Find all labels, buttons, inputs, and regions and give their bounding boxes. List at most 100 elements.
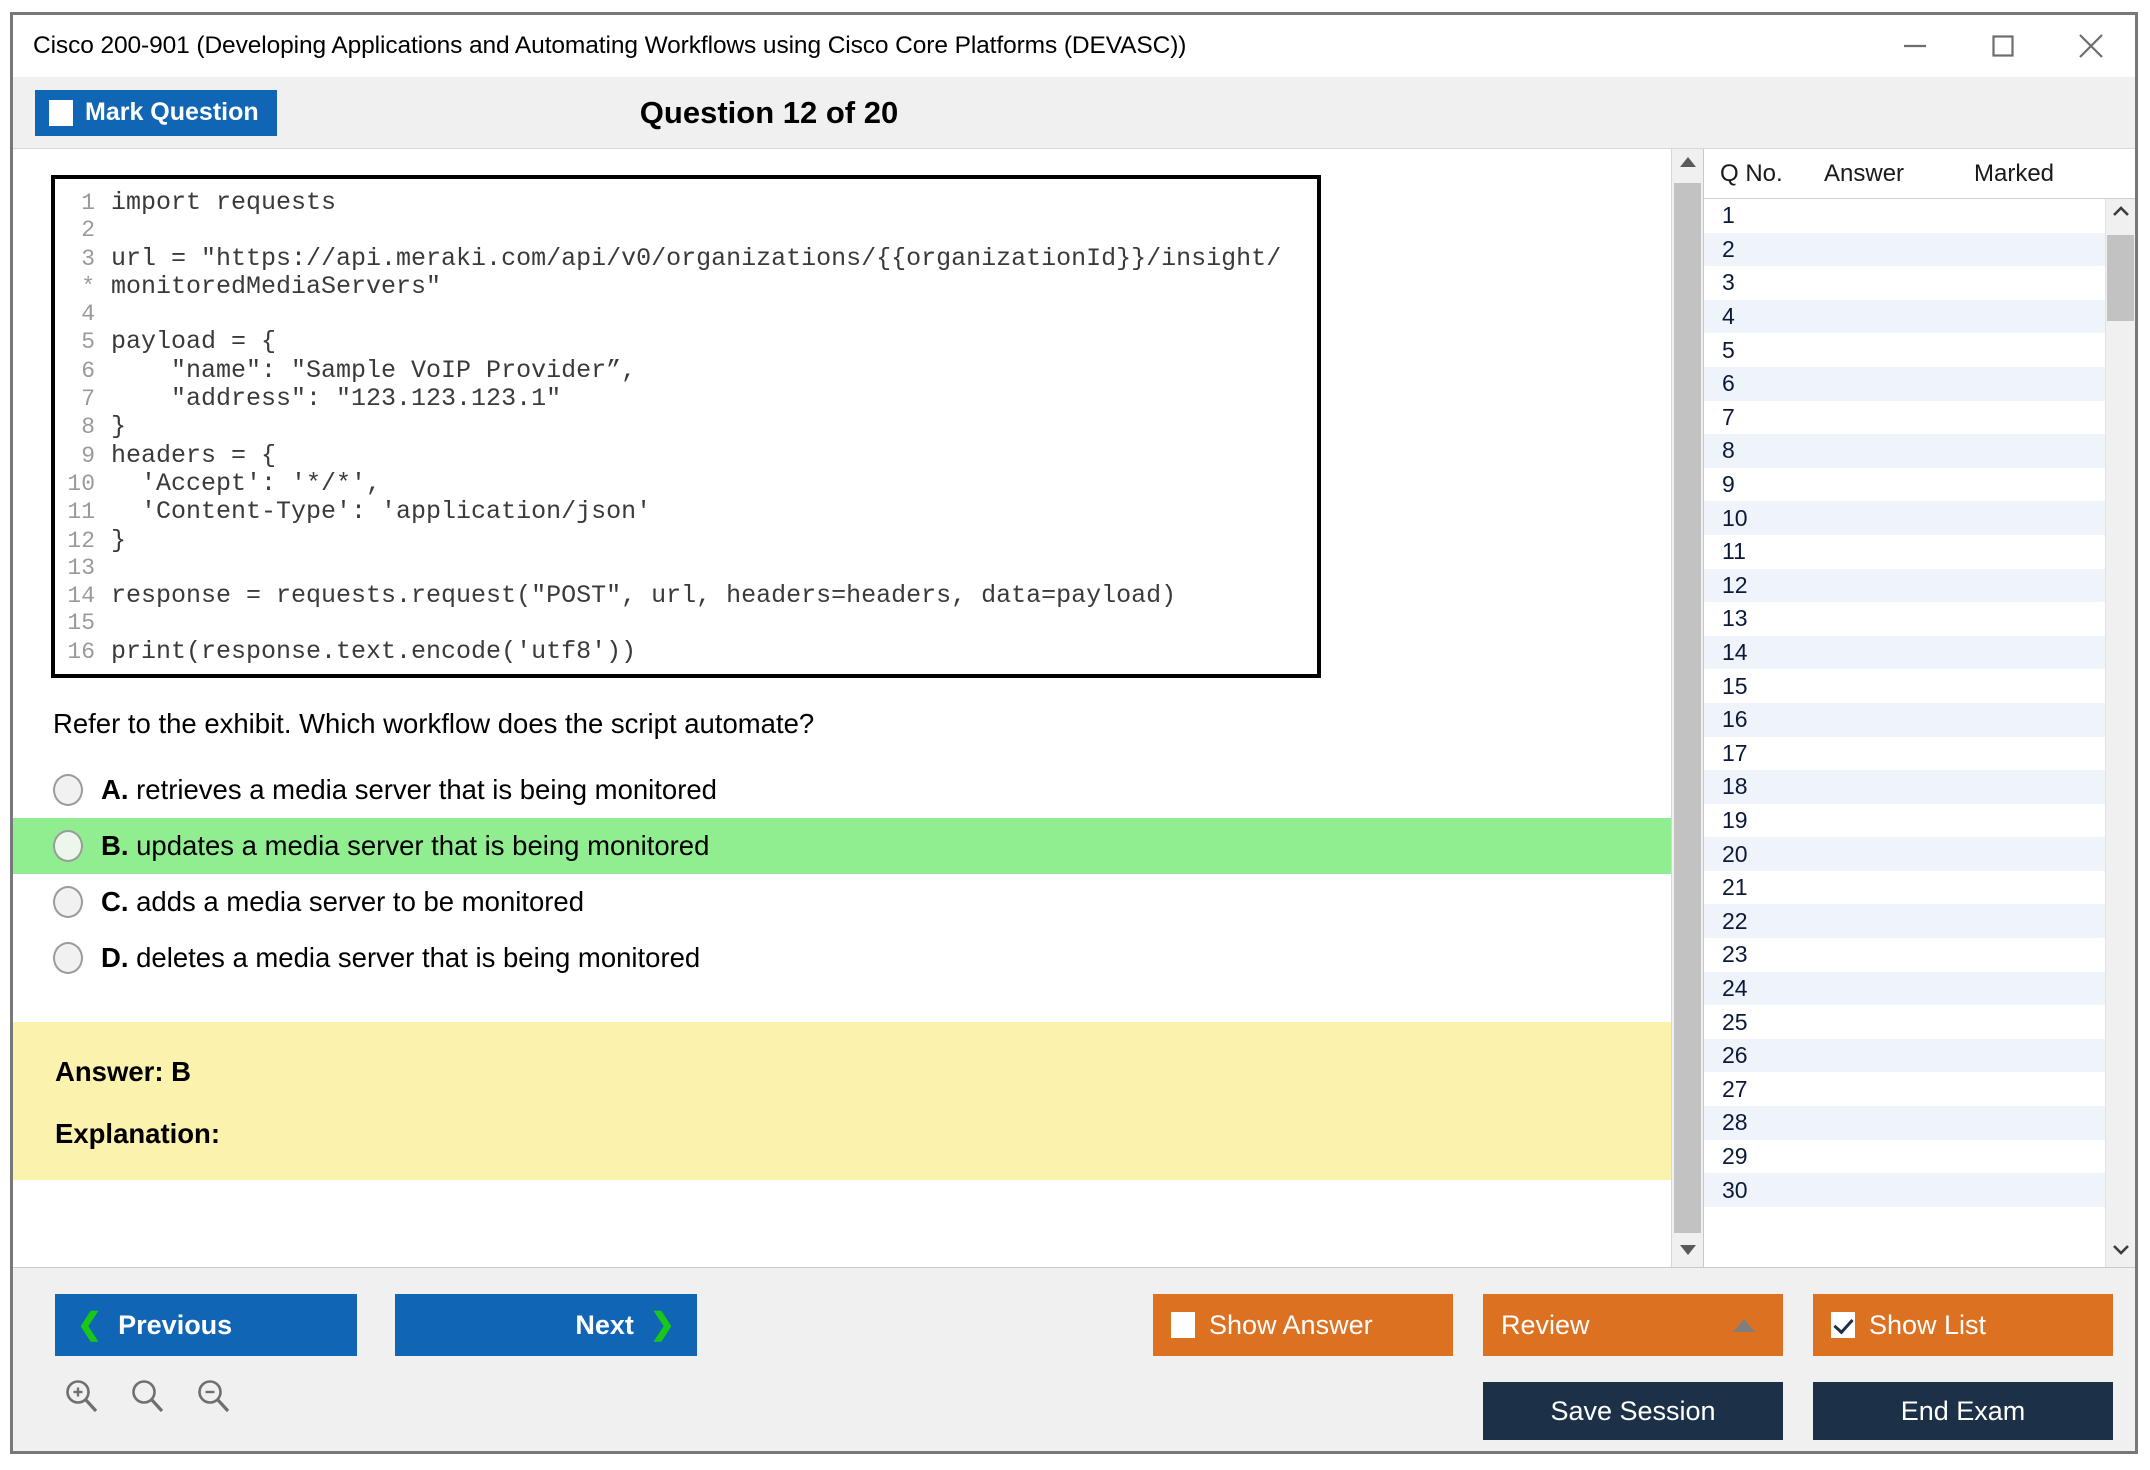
question-list-row-number: 19 — [1722, 806, 1748, 833]
list-scroll-up-button[interactable] — [2106, 199, 2135, 229]
radio-button-icon[interactable] — [53, 942, 83, 975]
question-list-row[interactable]: 21 — [1704, 870, 2105, 905]
code-line-text: 'Content-Type': 'application/json' — [111, 497, 652, 527]
question-list-row[interactable]: 15 — [1704, 669, 2105, 703]
chevron-down-icon — [2111, 1243, 2131, 1261]
question-list-row-number: 18 — [1722, 773, 1748, 800]
code-line: 6 "name": "Sample VoIP Provider”, — [55, 355, 1317, 385]
code-line: 8} — [55, 413, 1317, 441]
show-list-checkbox-icon — [1831, 1312, 1855, 1338]
show-answer-label: Show Answer — [1209, 1309, 1373, 1340]
close-button[interactable] — [2047, 16, 2135, 76]
question-list-row[interactable]: 10 — [1704, 501, 2105, 535]
question-list-row-number: 3 — [1722, 269, 1735, 296]
question-list-row-number: 22 — [1722, 907, 1748, 934]
question-list-row-number: 4 — [1722, 303, 1735, 330]
answer-option[interactable]: C. adds a media server to be monitored — [13, 874, 1671, 930]
question-list-row-number: 29 — [1722, 1142, 1748, 1169]
zoom-controls — [63, 1378, 233, 1421]
question-list-row[interactable]: 8 — [1704, 434, 2105, 468]
review-dropdown-button[interactable]: Review — [1483, 1294, 1783, 1356]
question-list-row[interactable]: 1 — [1704, 199, 2105, 233]
answer-option[interactable]: D. deletes a media server that is being … — [13, 930, 1671, 986]
question-list-row[interactable]: 26 — [1704, 1038, 2105, 1073]
show-list-button[interactable]: Show List — [1813, 1294, 2113, 1356]
show-answer-button[interactable]: Show Answer — [1153, 1294, 1453, 1356]
answer-panel-spacer — [55, 1088, 1671, 1118]
radio-button-icon[interactable] — [53, 830, 83, 863]
answer-label: Answer: B — [55, 1056, 191, 1088]
radio-button-icon[interactable] — [53, 886, 83, 919]
code-line-number: 2 — [81, 217, 95, 244]
question-list-row[interactable]: 20 — [1704, 837, 2105, 871]
question-list-row[interactable]: 4 — [1704, 299, 2105, 334]
code-line-text: "name": "Sample VoIP Provider”, — [111, 355, 637, 385]
scroll-thumb[interactable] — [1674, 183, 1701, 1233]
scroll-track[interactable] — [1672, 179, 1703, 1237]
question-list-row[interactable]: 23 — [1704, 938, 2105, 972]
zoom-in-icon[interactable] — [63, 1378, 101, 1421]
question-list-row[interactable]: 17 — [1704, 736, 2105, 771]
scroll-up-button[interactable] — [1672, 149, 1703, 179]
save-session-button[interactable]: Save Session — [1483, 1382, 1783, 1440]
question-list-row[interactable]: 5 — [1704, 333, 2105, 367]
question-list-row[interactable]: 14 — [1704, 635, 2105, 670]
question-list-row[interactable]: 16 — [1704, 702, 2105, 737]
maximize-button[interactable] — [1959, 16, 2047, 76]
radio-button-icon[interactable] — [53, 774, 83, 807]
next-button[interactable]: Next ❯ — [395, 1294, 697, 1356]
caret-up-icon — [1733, 1318, 1755, 1332]
mark-question-button[interactable]: Mark Question — [35, 89, 277, 136]
list-scroll-down-button[interactable] — [2106, 1237, 2135, 1267]
end-exam-button[interactable]: End Exam — [1813, 1382, 2113, 1440]
question-list-row[interactable]: 22 — [1704, 904, 2105, 939]
content-scrollbar[interactable] — [1671, 149, 1703, 1267]
chevron-right-icon: ❯ — [649, 1308, 675, 1341]
minimize-button[interactable] — [1871, 16, 1959, 76]
question-stem: Refer to the exhibit. Which workflow doe… — [53, 708, 815, 740]
question-list-row-number: 25 — [1722, 1008, 1748, 1035]
question-list-row[interactable]: 24 — [1704, 971, 2105, 1006]
question-list-row[interactable]: 12 — [1704, 568, 2105, 603]
answer-option[interactable]: A. retrieves a media server that is bein… — [13, 762, 1671, 818]
question-list-row[interactable]: 7 — [1704, 400, 2105, 435]
code-line-number: 1 — [81, 190, 95, 216]
question-list-row-number: 30 — [1722, 1176, 1748, 1203]
answer-option[interactable]: B. updates a media server that is being … — [13, 818, 1671, 875]
scroll-down-button[interactable] — [1672, 1237, 1703, 1267]
code-line-number: 14 — [67, 583, 95, 610]
question-list-row[interactable]: 19 — [1704, 803, 2105, 838]
zoom-reset-icon[interactable] — [129, 1378, 167, 1421]
chevron-up-icon — [2111, 205, 2131, 223]
question-list-row[interactable]: 29 — [1704, 1139, 2105, 1174]
question-list-row[interactable]: 9 — [1704, 467, 2105, 502]
question-list-row[interactable]: 30 — [1704, 1173, 2105, 1207]
question-list-row[interactable]: 27 — [1704, 1072, 2105, 1107]
question-list-row[interactable]: 11 — [1704, 534, 2105, 569]
list-scroll-track[interactable] — [2106, 229, 2135, 1237]
code-line-number: 6 — [81, 357, 95, 384]
previous-button[interactable]: ❮ Previous — [55, 1294, 357, 1356]
question-list-row[interactable]: 18 — [1704, 770, 2105, 804]
question-list-header: Q No. Answer Marked — [1704, 149, 2135, 199]
list-scroll-thumb[interactable] — [2107, 235, 2134, 321]
answer-option-text: B. updates a media server that is being … — [101, 830, 710, 862]
question-list-row[interactable]: 6 — [1704, 366, 2105, 401]
application-window: Cisco 200-901 (Developing Applications a… — [10, 12, 2138, 1454]
code-line-number: 7 — [81, 386, 95, 413]
question-list-row[interactable]: 13 — [1704, 602, 2105, 636]
question-list-row[interactable]: 2 — [1704, 232, 2105, 267]
code-line-number: 10 — [67, 470, 95, 497]
question-list-row[interactable]: 28 — [1704, 1106, 2105, 1140]
question-list-scrollbar[interactable] — [2105, 199, 2135, 1267]
exam-header-bar: Mark Question Question 12 of 20 — [13, 77, 2135, 149]
question-list-row[interactable]: 3 — [1704, 266, 2105, 300]
question-list-row[interactable]: 25 — [1704, 1005, 2105, 1039]
zoom-out-icon[interactable] — [195, 1378, 233, 1421]
